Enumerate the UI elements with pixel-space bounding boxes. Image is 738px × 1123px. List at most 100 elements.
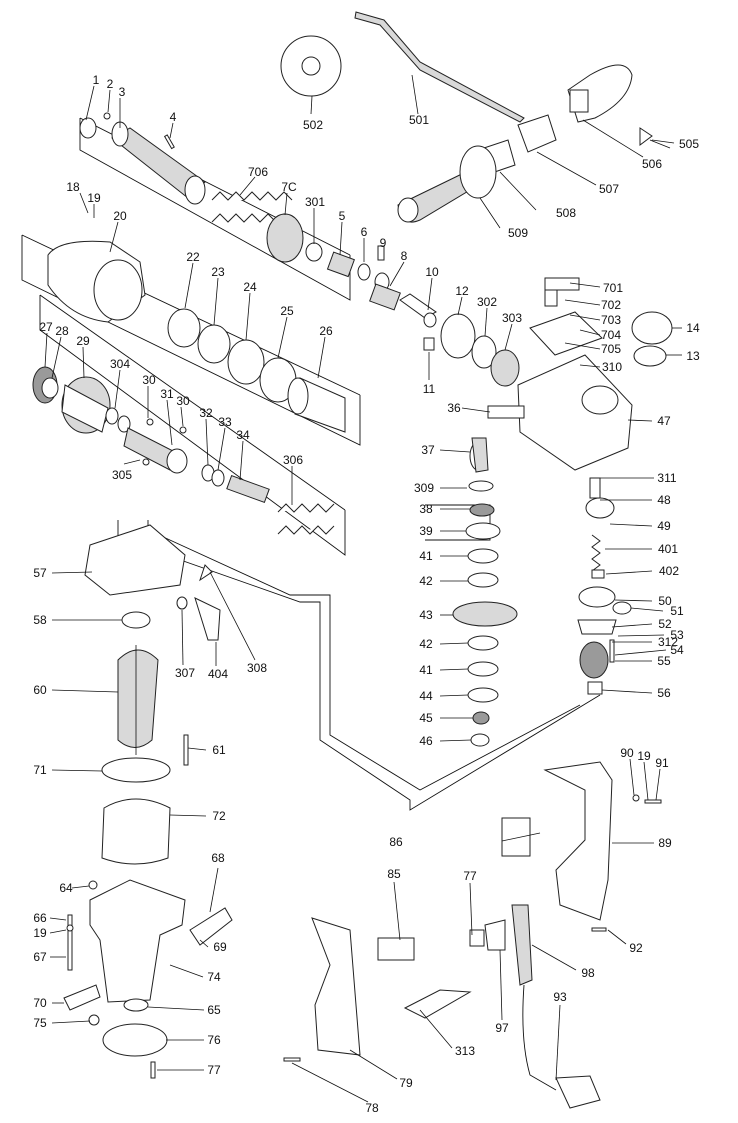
callout-label: 66 bbox=[33, 911, 47, 925]
callout-label: 27 bbox=[39, 320, 53, 334]
callout-label: 34 bbox=[236, 428, 250, 442]
callout-label: 78 bbox=[365, 1101, 379, 1115]
callout-label: 71 bbox=[33, 763, 47, 777]
callout-label: 706 bbox=[248, 165, 268, 179]
callout-label: 72 bbox=[212, 809, 226, 823]
callout-label: 47 bbox=[657, 414, 671, 428]
callout-label: 58 bbox=[33, 613, 47, 627]
callout-label: 702 bbox=[601, 298, 621, 312]
callout-label: 401 bbox=[658, 542, 678, 556]
callout-label: 309 bbox=[414, 481, 434, 495]
callout-label: 32 bbox=[199, 406, 213, 420]
callout-label: 92 bbox=[629, 941, 643, 955]
callout-label: 93 bbox=[553, 990, 567, 1004]
callout-label: 52 bbox=[658, 617, 672, 631]
callout-label: 50 bbox=[658, 594, 672, 608]
callout-labels: 1 2 3 4 706 7C 301 5 6 9 8 10 12 302 303… bbox=[33, 73, 700, 1115]
callout-label: 86 bbox=[389, 835, 403, 849]
callout-label: 19 bbox=[637, 749, 651, 763]
parts-gear-shaft-row bbox=[32, 366, 335, 535]
callout-label: 43 bbox=[419, 608, 433, 622]
callout-label: 39 bbox=[419, 524, 433, 538]
callout-label: 67 bbox=[33, 950, 47, 964]
parts-motor bbox=[63, 524, 233, 1079]
callout-label: 701 bbox=[603, 281, 623, 295]
callout-label: 77 bbox=[463, 869, 477, 883]
callout-label: 13 bbox=[686, 349, 700, 363]
callout-label: 85 bbox=[387, 867, 401, 881]
callout-label: 91 bbox=[655, 756, 669, 770]
callout-label: 7C bbox=[281, 180, 297, 194]
parts-gear-stack bbox=[452, 437, 518, 747]
callout-label: 19 bbox=[87, 191, 101, 205]
callout-label: 4 bbox=[170, 110, 177, 124]
callout-label: 507 bbox=[599, 182, 619, 196]
callout-label: 61 bbox=[212, 743, 226, 757]
callout-label: 402 bbox=[659, 564, 679, 578]
callout-label: 75 bbox=[33, 1016, 47, 1030]
callout-label: 30 bbox=[176, 394, 190, 408]
callout-label: 25 bbox=[280, 304, 294, 318]
callout-label: 703 bbox=[601, 313, 621, 327]
callout-label: 404 bbox=[208, 667, 228, 681]
callout-label: 48 bbox=[657, 493, 671, 507]
callout-label: 79 bbox=[399, 1076, 413, 1090]
callout-label: 509 bbox=[508, 226, 528, 240]
callout-label: 60 bbox=[33, 683, 47, 697]
callout-label: 26 bbox=[319, 324, 333, 338]
callout-label: 312 bbox=[658, 635, 678, 649]
leader-lines bbox=[44, 74, 682, 1103]
callout-label: 38 bbox=[419, 502, 433, 516]
callout-label: 74 bbox=[207, 970, 221, 984]
callout-label: 10 bbox=[425, 265, 439, 279]
callout-label: 45 bbox=[419, 711, 433, 725]
callout-label: 313 bbox=[455, 1044, 475, 1058]
callout-label: 37 bbox=[421, 443, 435, 457]
callout-label: 46 bbox=[419, 734, 433, 748]
callout-label: 36 bbox=[447, 401, 461, 415]
callout-label: 31 bbox=[160, 387, 174, 401]
callout-label: 301 bbox=[305, 195, 325, 209]
callout-label: 28 bbox=[55, 324, 69, 338]
callout-label: 57 bbox=[33, 566, 47, 580]
callout-label: 70 bbox=[33, 996, 47, 1010]
callout-label: 6 bbox=[361, 225, 368, 239]
parts-barrel-row bbox=[47, 240, 346, 433]
callout-label: 65 bbox=[207, 1003, 221, 1017]
callout-label: 1 bbox=[93, 73, 100, 87]
callout-label: 19 bbox=[33, 926, 47, 940]
callout-label: 502 bbox=[303, 118, 323, 132]
parts-handles bbox=[283, 761, 662, 1109]
callout-label: 29 bbox=[76, 334, 90, 348]
parts-right-housing bbox=[469, 277, 673, 695]
callout-label: 12 bbox=[455, 284, 469, 298]
parts-spring-row bbox=[211, 191, 520, 387]
callout-label: 11 bbox=[423, 382, 436, 396]
callout-label: 18 bbox=[66, 180, 80, 194]
callout-label: 9 bbox=[380, 236, 387, 250]
callout-label: 22 bbox=[186, 250, 200, 264]
callout-label: 704 bbox=[601, 328, 621, 342]
callout-label: 20 bbox=[113, 209, 127, 223]
callout-label: 2 bbox=[107, 77, 114, 91]
callout-label: 90 bbox=[620, 746, 634, 760]
callout-label: 304 bbox=[110, 357, 130, 371]
callout-label: 69 bbox=[213, 940, 227, 954]
callout-label: 8 bbox=[401, 249, 408, 263]
callout-label: 308 bbox=[247, 661, 267, 675]
parts-top bbox=[79, 11, 671, 223]
callout-label: 56 bbox=[657, 686, 671, 700]
callout-label: 307 bbox=[175, 666, 195, 680]
callout-label: 49 bbox=[657, 519, 671, 533]
callout-label: 55 bbox=[657, 654, 671, 668]
callout-label: 23 bbox=[211, 265, 225, 279]
callout-label: 64 bbox=[59, 881, 73, 895]
assembly-frames bbox=[21, 117, 601, 811]
callout-label: 24 bbox=[243, 280, 257, 294]
callout-label: 97 bbox=[495, 1021, 509, 1035]
callout-label: 44 bbox=[419, 689, 433, 703]
callout-label: 3 bbox=[119, 85, 126, 99]
callout-label: 305 bbox=[112, 468, 132, 482]
callout-label: 54 bbox=[670, 643, 684, 657]
